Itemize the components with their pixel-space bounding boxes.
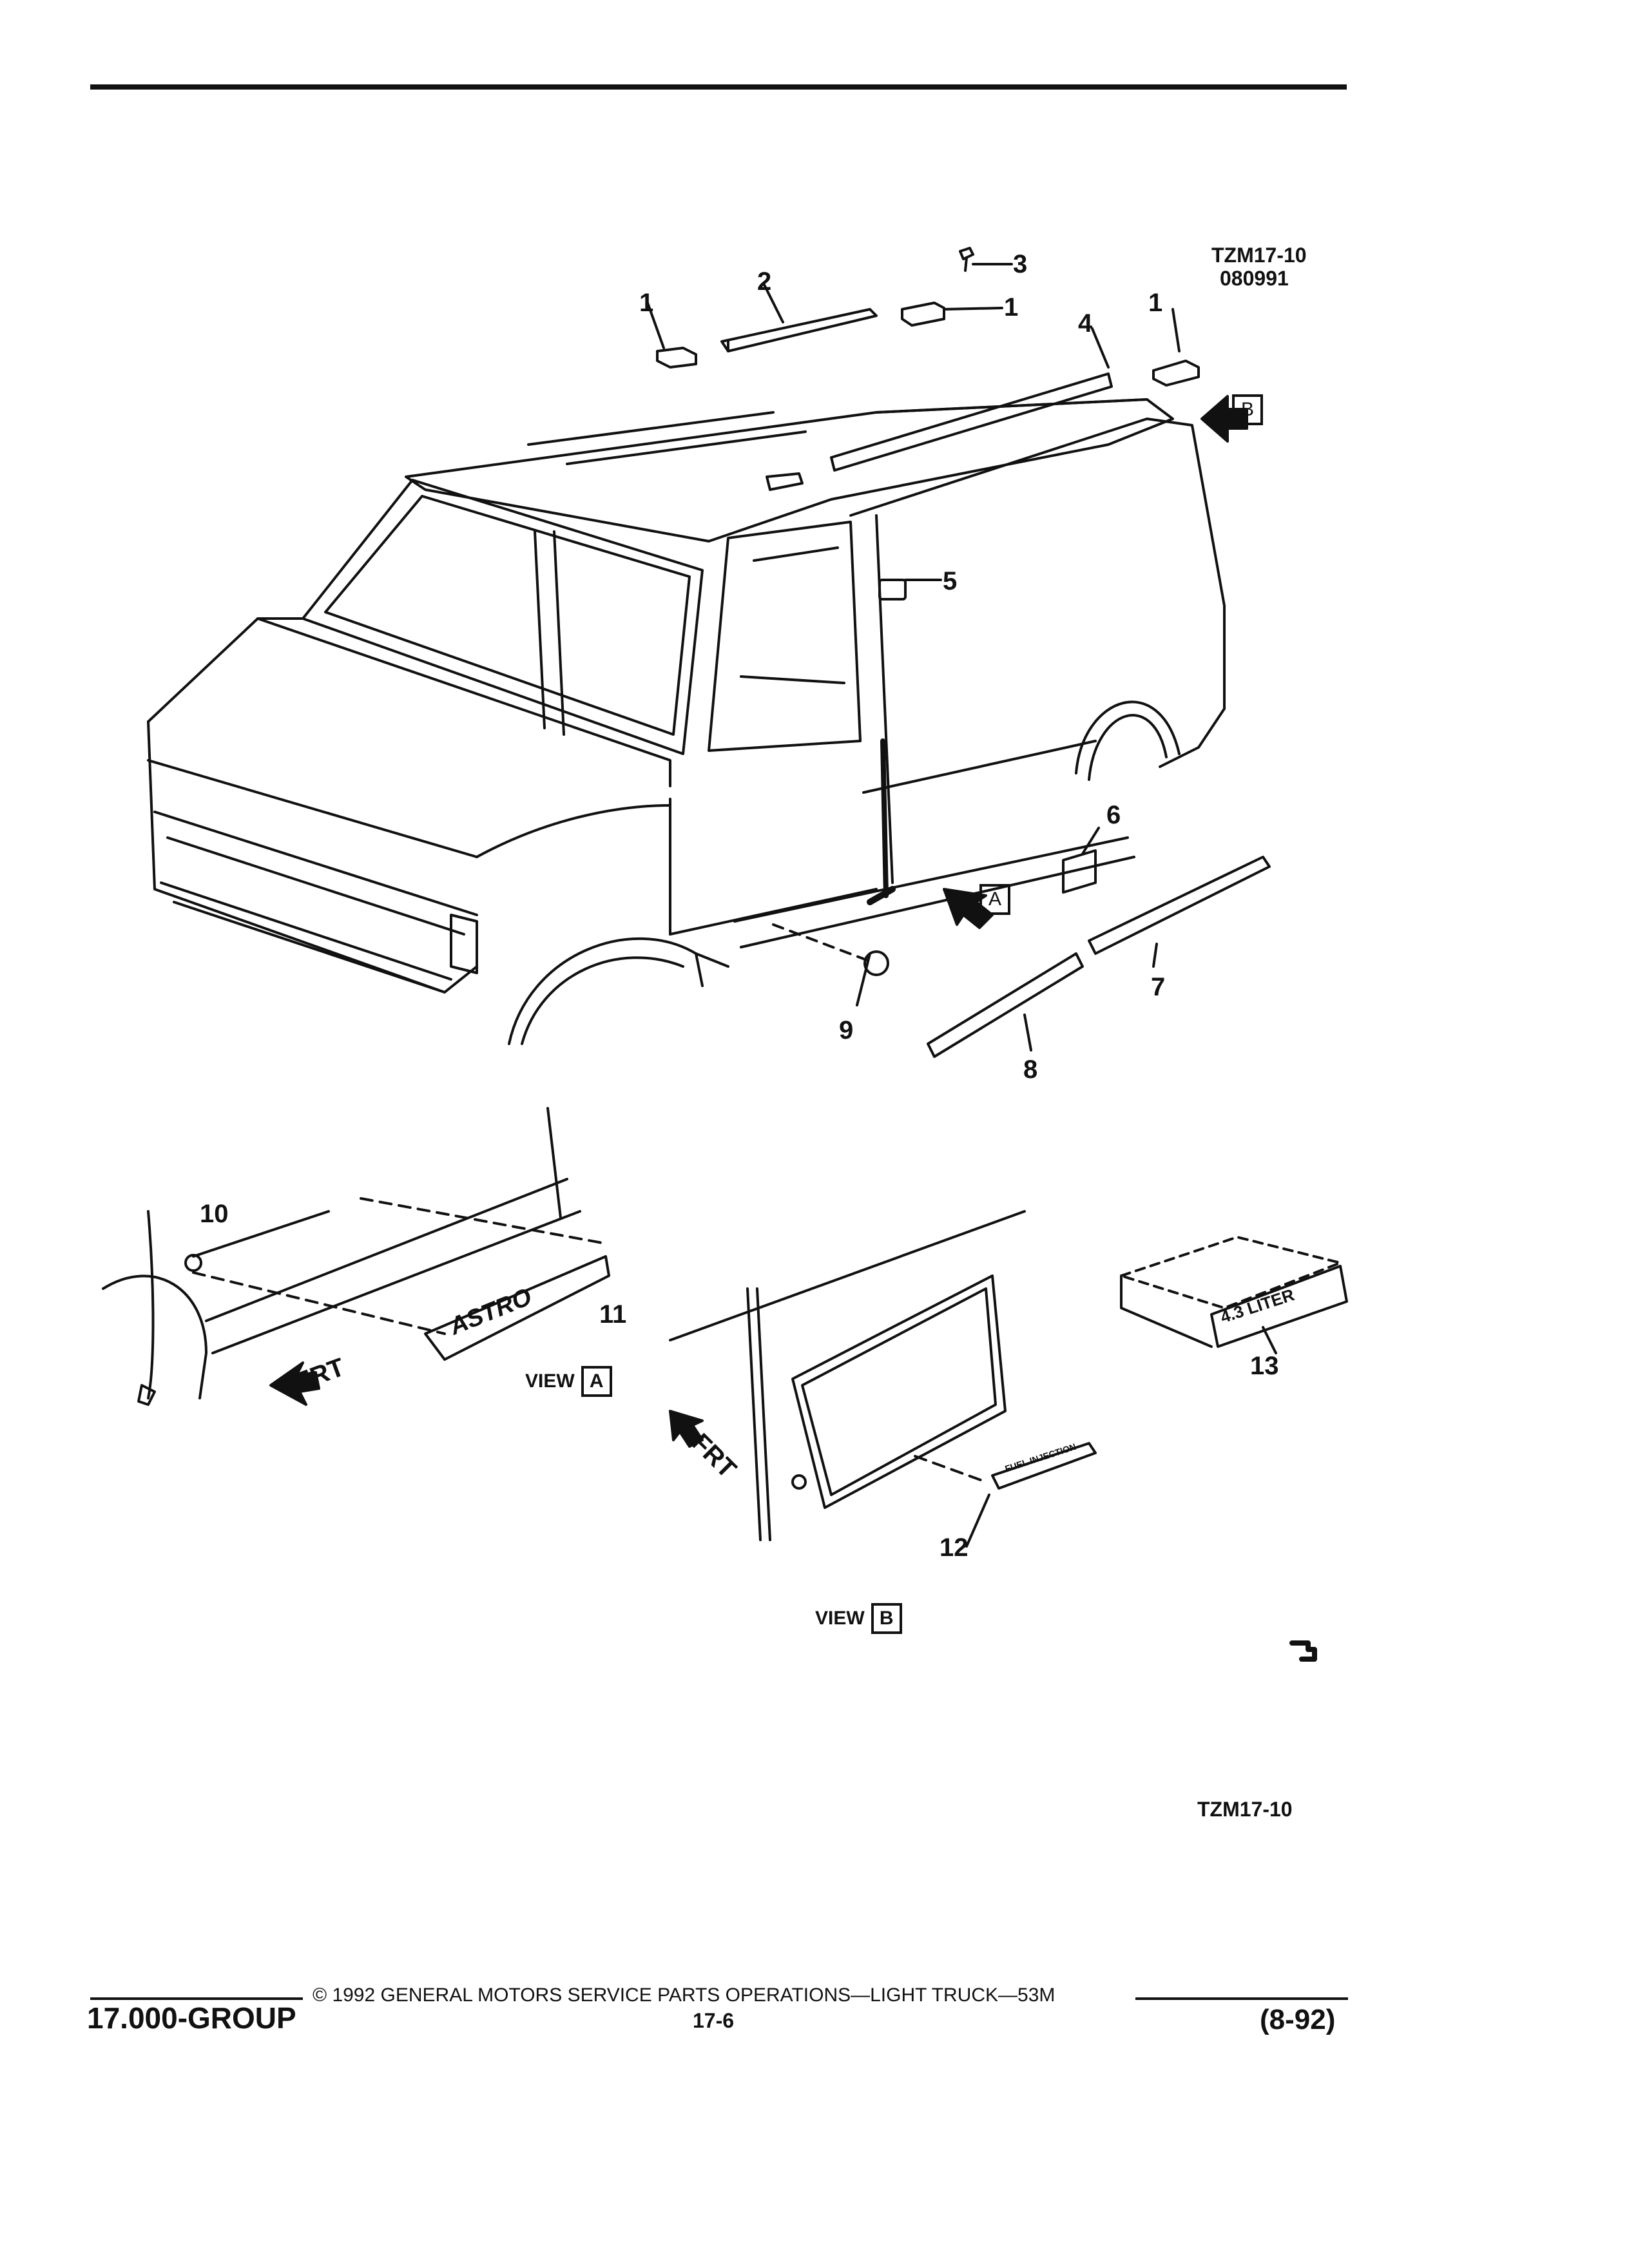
callout-11: 11 [599,1300,627,1329]
arrow-b-label: B [1232,394,1263,425]
callout-6: 6 [1106,801,1121,829]
footer-rule-right [1135,1997,1348,2000]
van-illustration [147,372,1226,1045]
footer-copyright: © 1992 GENERAL MOTORS SERVICE PARTS OPER… [313,1984,1055,2006]
engine-badge-detail [1120,1236,1348,1354]
callout-1a: 1 [639,289,654,317]
drawing-date-code: 080991 [1220,267,1289,290]
view-b-box: B [871,1603,902,1634]
callout-4: 4 [1078,309,1093,338]
callout-3: 3 [1013,250,1028,278]
arrow-a-label: A [979,884,1010,915]
footer-group: 17.000-GROUP [87,2001,296,2035]
footer-page-number: 17-6 [693,2009,735,2032]
callout-1b: 1 [1004,293,1019,322]
roof-rack-parts [656,247,1200,387]
view-a-detail [102,1107,610,1406]
callout-13: 13 [1250,1352,1279,1380]
arrow-b-box: B [1232,394,1263,425]
callout-5: 5 [943,567,958,595]
drawing-code: TZM17-10 [1211,244,1307,267]
callout-2: 2 [757,267,772,296]
view-b-label: VIEW B [815,1603,902,1634]
view-b-text: VIEW [815,1608,865,1629]
footer-rule-left [90,1997,303,2000]
drawing-code-bottom: TZM17-10 [1197,1798,1293,1821]
callout-12: 12 [940,1533,969,1562]
callout-1c: 1 [1148,289,1163,317]
leader-lines [646,263,1181,1052]
callout-9: 9 [839,1016,854,1044]
top-rule [90,84,1347,90]
view-a-label: VIEW A [525,1366,612,1397]
view-a-text: VIEW [525,1370,575,1392]
view-b-detail [669,1210,1097,1548]
footer-date: (8-92) [1260,2004,1336,2035]
callout-8: 8 [1023,1055,1038,1084]
callout-10: 10 [200,1200,229,1228]
callout-7: 7 [1151,973,1166,1001]
view-a-box: A [581,1366,612,1397]
arrow-a-box: A [979,884,1010,915]
